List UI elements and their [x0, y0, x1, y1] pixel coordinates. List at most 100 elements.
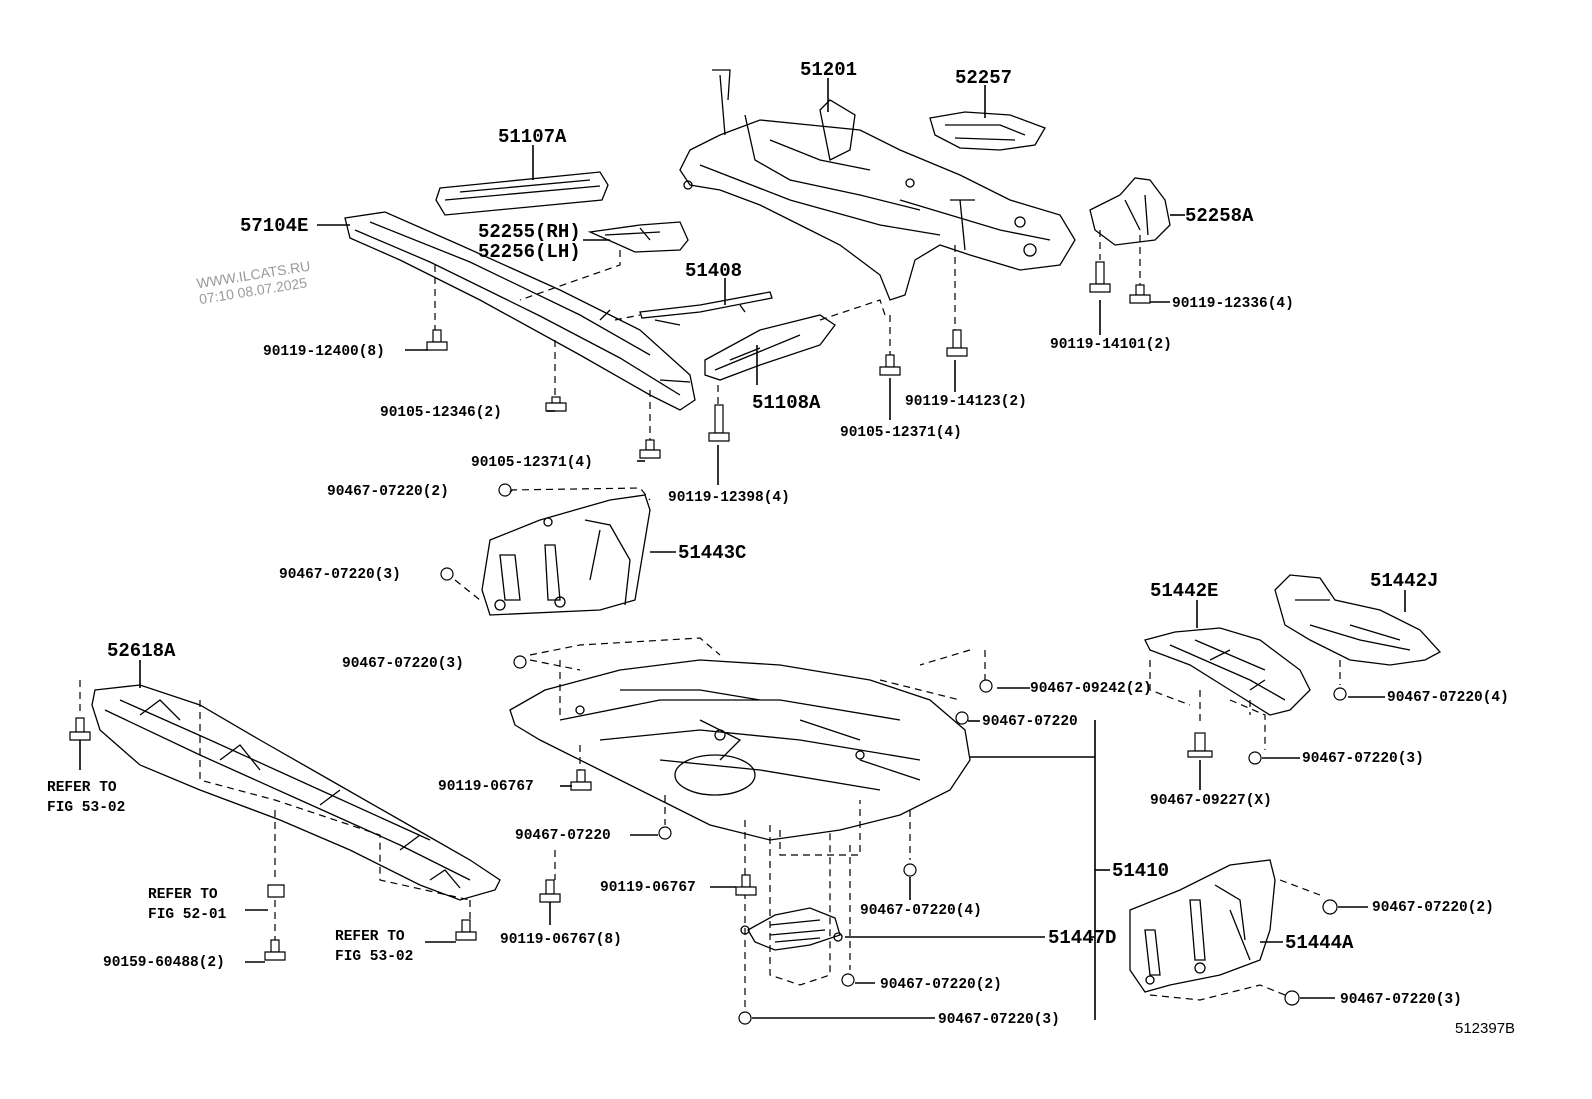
clip-icon [841, 973, 855, 987]
bracket-52255-shape[interactable] [587, 221, 689, 253]
undercover-51410-shape[interactable] [509, 659, 971, 841]
bolt-icon [639, 439, 661, 459]
brace-51408-shape[interactable] [639, 291, 773, 326]
refer-to-note: REFER TO [47, 780, 117, 796]
clip-icon [498, 483, 512, 497]
bolt-icon [1089, 261, 1111, 293]
part-label-51108A[interactable]: 51108A [752, 392, 821, 414]
fastener-label[interactable]: 90119-12398(4) [668, 490, 790, 506]
part-label-52618A[interactable]: 52618A [107, 640, 176, 662]
clip-icon [1248, 751, 1262, 765]
fastener-label[interactable]: 90105-12371(4) [840, 425, 962, 441]
bolt-icon [735, 874, 757, 896]
cover-51444A-shape[interactable] [1129, 859, 1276, 993]
bolt-icon [539, 879, 561, 903]
fastener-label[interactable]: 90119-06767(8) [500, 932, 622, 948]
part-label-52258A[interactable]: 52258A [1185, 205, 1254, 227]
bolt-icon [708, 404, 730, 442]
clip-icon [440, 567, 454, 581]
part-label-51442J[interactable]: 51442J [1370, 570, 1438, 592]
fastener-label[interactable]: 90119-06767 [600, 880, 696, 896]
clip-icon [1333, 687, 1347, 701]
fastener-label[interactable]: 90119-06767 [438, 779, 534, 795]
part-label-57104E[interactable]: 57104E [240, 215, 308, 237]
clip-icon [903, 863, 917, 877]
refer-to-fig-link[interactable]: FIG 53-02 [335, 949, 413, 965]
fastener-label[interactable]: 90467-07220(2) [1372, 900, 1494, 916]
fastener-labels: 90119-12336(4) 90119-14101(2) 90119-1240… [103, 296, 1509, 1028]
clip-icon [979, 679, 993, 693]
part-label-51410[interactable]: 51410 [1112, 860, 1169, 882]
fastener-label[interactable]: 90467-07220(2) [880, 977, 1002, 993]
bracket-51108A-shape[interactable] [704, 314, 836, 381]
fastener-label[interactable]: 90105-12371(4) [471, 455, 593, 471]
cover-51442J-shape[interactable] [1274, 574, 1442, 666]
assembly-guide-lines [79, 230, 1341, 1020]
bolt-icon [1129, 284, 1151, 304]
fastener-label[interactable]: 90467-07220(3) [938, 1012, 1060, 1028]
fastener-label[interactable]: 90467-07220(4) [1387, 690, 1509, 706]
refer-to-fig-link[interactable]: FIG 52-01 [148, 907, 227, 923]
cover-51442E-shape[interactable] [1144, 627, 1311, 716]
refer-to-fig-link[interactable]: FIG 53-02 [47, 800, 125, 816]
part-label-51408[interactable]: 51408 [685, 260, 742, 282]
refer-to-note: REFER TO [148, 887, 218, 903]
reference-notes: REFER TO FIG 53-02 REFER TO FIG 52-01 RE… [47, 780, 413, 965]
part-label-51447D[interactable]: 51447D [1048, 927, 1116, 949]
leader-lines [79, 78, 1406, 1020]
cover-52618A-shape[interactable] [91, 684, 501, 901]
fastener-icons [69, 261, 1347, 1025]
plate-52257-shape[interactable] [929, 111, 1046, 151]
bar-51107A-shape[interactable] [435, 171, 609, 216]
fastener-label[interactable]: 90105-12346(2) [380, 405, 502, 421]
part-label-52256[interactable]: 52256(LH) [478, 241, 581, 263]
fastener-label[interactable]: 90467-09227(X) [1150, 793, 1272, 809]
refer-to-note: REFER TO [335, 929, 405, 945]
clip-icon [1284, 990, 1300, 1006]
fastener-label[interactable]: 90467-07220(3) [279, 567, 401, 583]
fastener-label[interactable]: 90467-07220(3) [1340, 992, 1462, 1008]
clip-icon [1322, 899, 1338, 915]
part-label-51107A[interactable]: 51107A [498, 126, 567, 148]
fastener-label[interactable]: 90119-14101(2) [1050, 337, 1172, 353]
fastener-label[interactable]: 90119-14123(2) [905, 394, 1027, 410]
cover-51443C-shape[interactable] [481, 494, 651, 616]
part-label-51443C[interactable]: 51443C [678, 542, 746, 564]
part-label-52257[interactable]: 52257 [955, 67, 1012, 89]
bolt-icon [570, 769, 592, 791]
fastener-label[interactable]: 90467-09242(2) [1030, 681, 1152, 697]
fastener-label[interactable]: 90159-60488(2) [103, 955, 225, 971]
clip-icon [1187, 732, 1213, 758]
part-labels: 51201 52257 51107A 57104E 52255(RH) 5225… [107, 59, 1438, 954]
rail-57104E-shape[interactable] [344, 211, 696, 411]
clip-icon [955, 711, 969, 725]
clip-icon [267, 884, 285, 898]
plate-51447D-shape[interactable] [740, 907, 843, 951]
fastener-label[interactable]: 90467-07220 [515, 828, 611, 844]
clip-icon [513, 655, 527, 669]
bolt-icon [545, 396, 567, 412]
crossmember-51201-shape[interactable] [679, 69, 1076, 301]
fastener-label[interactable]: 90467-07220(3) [342, 656, 464, 672]
part-label-51444A[interactable]: 51444A [1285, 932, 1354, 954]
watermark: WWW.ILCATS.RU 07:10 08.07.2025 [195, 258, 311, 308]
fastener-label[interactable]: 90119-12400(8) [263, 344, 385, 360]
part-label-51442E[interactable]: 51442E [1150, 580, 1218, 602]
fastener-label[interactable]: 90467-07220(4) [860, 903, 982, 919]
bolt-icon [264, 939, 286, 961]
mount-52258A-shape[interactable] [1089, 177, 1171, 246]
bolt-icon [455, 919, 477, 941]
part-label-52255[interactable]: 52255(RH) [478, 221, 581, 243]
fastener-label[interactable]: 90467-07220(2) [327, 484, 449, 500]
bolt-icon [69, 717, 91, 741]
bolt-icon [946, 329, 968, 357]
fastener-label[interactable]: 90467-07220 [982, 714, 1078, 730]
part-label-51201[interactable]: 51201 [800, 59, 857, 81]
clip-icon [658, 826, 672, 840]
fastener-label[interactable]: 90119-12336(4) [1172, 296, 1294, 312]
fastener-label[interactable]: 90467-07220(3) [1302, 751, 1424, 767]
clip-icon [738, 1011, 752, 1025]
bolt-icon [426, 329, 448, 351]
bolt-icon [879, 354, 901, 376]
